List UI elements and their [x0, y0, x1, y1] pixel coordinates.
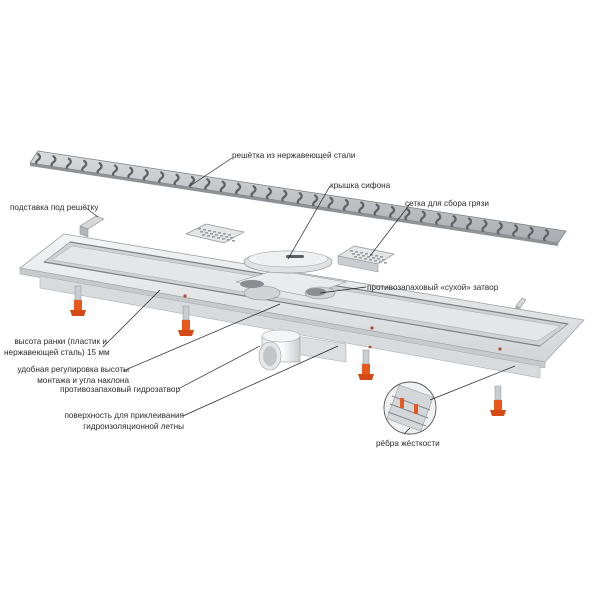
mesh-hole — [374, 260, 377, 262]
mesh-hole — [208, 230, 211, 232]
mesh-hole — [227, 239, 230, 241]
mesh-hole — [372, 257, 375, 259]
grate-support — [79, 215, 105, 238]
mesh-hole — [350, 250, 353, 252]
grate-slot — [542, 228, 550, 243]
stainless-steel-grate — [29, 150, 567, 246]
grate-slot — [404, 208, 411, 223]
mesh-hole — [352, 253, 355, 255]
mesh-hole — [357, 254, 360, 256]
label-surface-line-1: поверхность для приклеивания — [64, 411, 184, 420]
mesh-hole — [377, 258, 380, 260]
mesh-hole — [213, 231, 216, 233]
mesh-hole — [380, 256, 383, 258]
mesh-hole — [225, 236, 228, 238]
mesh-hole — [379, 261, 382, 263]
grate-slot — [496, 221, 503, 237]
mesh-hole — [202, 234, 205, 236]
grate-slot — [296, 192, 303, 207]
height-adjustable-feet — [70, 285, 506, 416]
grate-slot — [235, 182, 242, 198]
grate-slot — [327, 196, 334, 211]
adjustable-foot — [178, 305, 194, 336]
grate-slot — [219, 180, 226, 195]
mesh-hole — [354, 256, 357, 258]
mesh-hole — [228, 234, 231, 236]
mesh-hole — [384, 262, 387, 264]
adjustable-foot — [70, 285, 86, 316]
label-grate-support: подставка под решётку — [10, 203, 99, 212]
mesh-hole — [222, 238, 225, 240]
mesh-hole — [203, 229, 206, 231]
label-edge-height-line-1: высота ранки (пластик и — [14, 337, 107, 346]
mesh-hole — [382, 259, 385, 261]
mesh-hole — [359, 257, 362, 259]
label-edge-height: высота ранки (пластик и нержавеющей стал… — [4, 336, 110, 358]
mesh-hole — [218, 232, 221, 234]
grate-slot — [465, 217, 473, 232]
outlet-pipe — [258, 329, 301, 371]
grate-slot — [527, 226, 534, 241]
grate-slot — [481, 219, 488, 234]
mesh-hole — [207, 235, 210, 237]
dirt-mesh-right — [337, 245, 395, 273]
grate-slot — [373, 203, 380, 218]
mesh-hole — [362, 255, 365, 257]
mesh-hole — [200, 231, 203, 233]
mesh-hole — [230, 237, 233, 239]
mesh-hole — [355, 251, 358, 253]
mesh-hole — [370, 254, 373, 256]
adjustable-foot — [490, 385, 506, 416]
grate-slot — [250, 185, 257, 200]
grate-slot — [312, 194, 319, 209]
grate-slot — [512, 224, 519, 239]
label-grate: решётка из нержавеющей стали — [232, 151, 356, 160]
mesh-hole — [198, 228, 201, 230]
grate-slot — [204, 178, 211, 193]
label-height-adjust-line-2: монтажа и угла наклона — [37, 376, 129, 385]
label-dirt-mesh: сетка для сбора грязи — [405, 199, 489, 208]
dry-trap — [240, 280, 326, 296]
leader-lines — [85, 157, 516, 435]
label-dry-trap: противозапаховый «сухой» затвор — [367, 283, 499, 292]
mesh-hole — [210, 233, 213, 235]
mesh-hole — [232, 240, 235, 242]
adjustable-foot — [358, 349, 374, 380]
label-height-adjust-line-1: удобная регулировка высоты — [17, 365, 129, 374]
mesh-hole — [223, 233, 226, 235]
grate-slot — [388, 205, 396, 221]
label-height-adjust: удобная регулировка высоты монтажа и угл… — [4, 364, 129, 386]
mesh-hole — [215, 234, 218, 236]
mesh-hole — [220, 235, 223, 237]
label-edge-height-line-2: нержавеющей сталь) 15 мм — [4, 348, 110, 357]
grate-slot — [281, 189, 288, 204]
grate-slot — [450, 215, 457, 230]
grate-slot — [435, 212, 442, 227]
mesh-hole — [364, 258, 367, 260]
dirt-mesh-left — [184, 223, 245, 244]
label-ribs: рёбра жёсткости — [376, 439, 440, 448]
mesh-hole — [217, 237, 220, 239]
mesh-hole — [367, 256, 370, 258]
grate-slot — [342, 198, 349, 214]
mesh-hole — [212, 236, 215, 238]
mesh-hole — [375, 255, 378, 257]
grate-slot — [188, 175, 196, 191]
label-surface: поверхность для приклеивания гидроизоляц… — [4, 410, 184, 432]
mesh-hole — [369, 259, 372, 261]
siphon-cover — [243, 250, 333, 274]
label-surface-line-2: гидроизоляционной летны — [83, 422, 184, 431]
label-water-trap: противозапаховый гидрозатвор — [60, 385, 180, 394]
grate-slot — [265, 187, 272, 202]
mesh-hole — [365, 253, 368, 255]
mesh-hole — [205, 232, 208, 234]
mesh-hole — [360, 252, 363, 254]
stiffening-ribs-detail — [383, 381, 437, 435]
label-siphon-cover: крышка сифона — [330, 181, 391, 190]
grate-slot — [358, 201, 365, 216]
grate-slot — [419, 210, 426, 225]
